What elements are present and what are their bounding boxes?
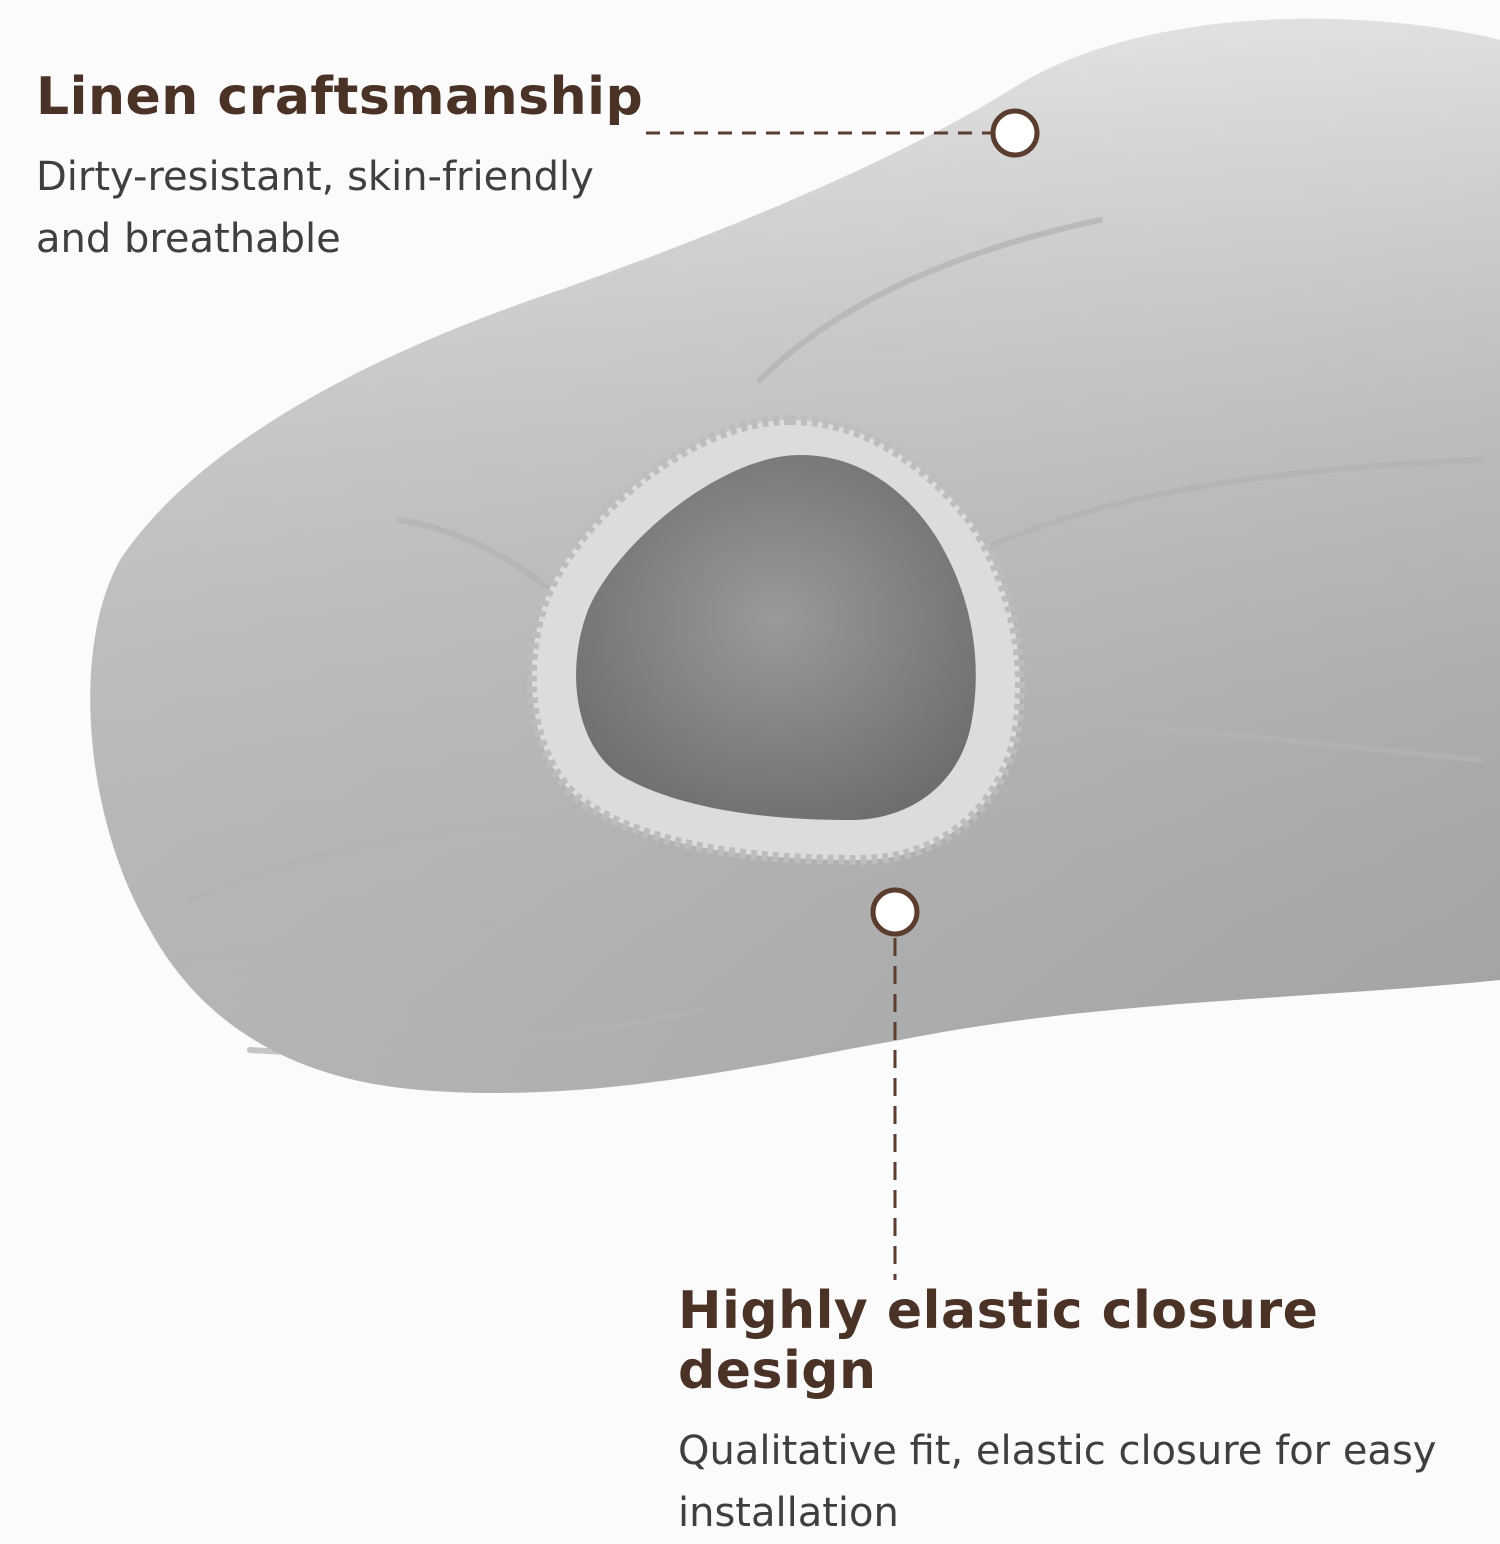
callout-description: Dirty-resistant, skin-friendly and breat… <box>36 153 594 262</box>
callout-linen: Linen craftsmanship Dirty-resistant, ski… <box>36 67 656 270</box>
marker-dot-top <box>990 108 1040 158</box>
callout-description: Qualitative fit, elastic closure for eas… <box>678 1427 1437 1536</box>
marker-dot-bottom <box>870 887 920 937</box>
callout-title: Linen craftsmanship <box>36 67 644 127</box>
opening-hole <box>576 455 976 820</box>
fabric-folds <box>177 217 1483 1056</box>
callout-elastic-closure: Highly elastic closure design Qualitativ… <box>678 1281 1498 1544</box>
product-photo <box>90 18 1500 1280</box>
callout-title: Highly elastic closure design <box>678 1281 1319 1401</box>
